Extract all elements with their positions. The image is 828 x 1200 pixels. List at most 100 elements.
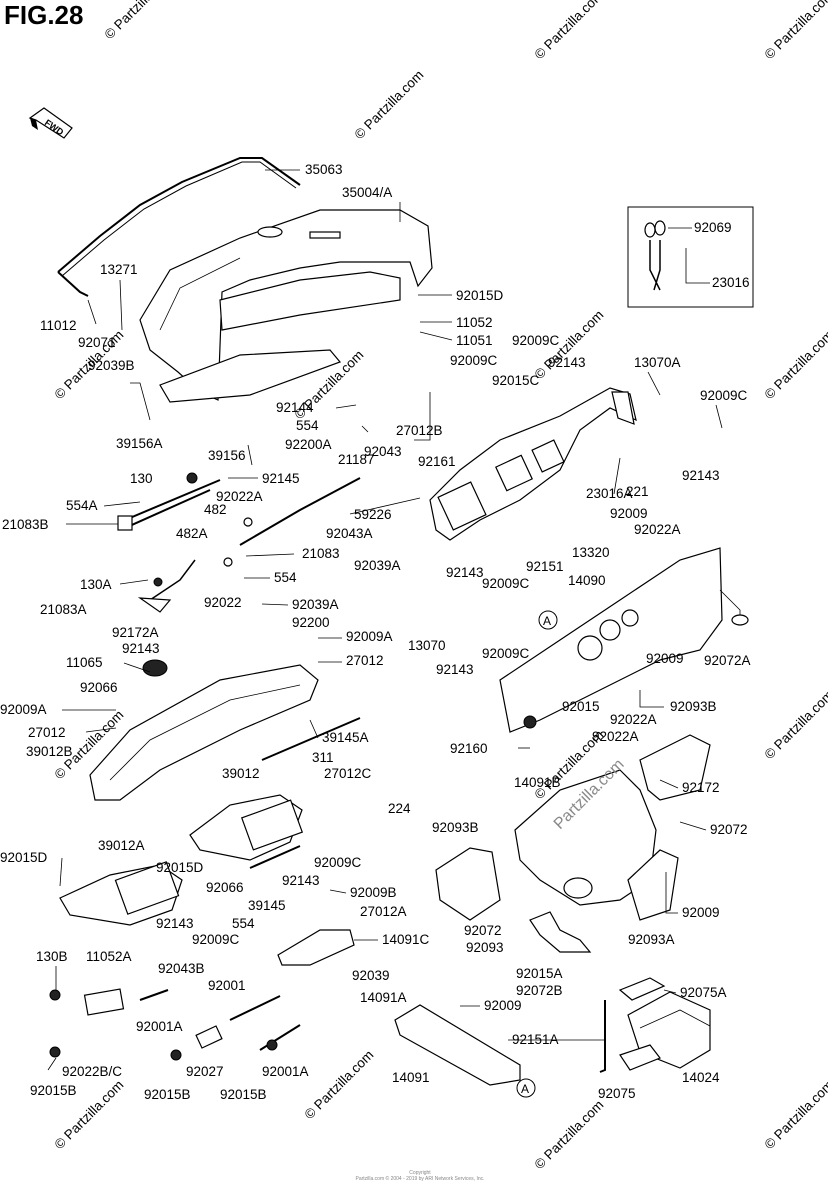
- reference-marker-label: A: [543, 614, 551, 628]
- part-label: 11051: [456, 333, 493, 348]
- watermark: © Partzilla.com: [302, 1047, 377, 1122]
- part-label: 311: [312, 750, 334, 765]
- part-label: 92093B: [670, 699, 717, 714]
- part-label: 35063: [305, 162, 343, 177]
- part-label: 92001A: [262, 1064, 309, 1079]
- part-label: 92043: [364, 444, 402, 459]
- part-label: 14091: [392, 1070, 430, 1085]
- part-label: 59226: [354, 507, 392, 522]
- part-label: 92039A: [292, 597, 339, 612]
- part-label: 21083A: [40, 602, 87, 617]
- watermark: © Partzilla.com: [762, 0, 828, 62]
- part-label: 92072A: [704, 653, 751, 668]
- figure-title: FIG.28: [4, 0, 84, 30]
- part-label: 92160: [450, 741, 488, 756]
- part-label: 23016A: [586, 486, 633, 501]
- part-label: 92027: [186, 1064, 224, 1079]
- part-label: 92161: [418, 454, 456, 469]
- part-label: 11052A: [86, 949, 132, 964]
- part-label: 27012B: [396, 423, 443, 438]
- part-label: 21187: [338, 452, 375, 467]
- part-label: 39145A: [322, 730, 369, 745]
- part-label: 39012B: [26, 744, 73, 759]
- part-label: 130A: [80, 577, 112, 592]
- part-label: 23016: [712, 275, 750, 290]
- part-label: 92009C: [314, 855, 362, 870]
- part-label: 35004/A: [342, 185, 392, 200]
- part-label: 14091A: [360, 990, 407, 1005]
- watermark: © Partzilla.com: [102, 0, 177, 42]
- watermark: © Partzilla.com: [532, 0, 607, 62]
- part-label: 92009A: [346, 629, 393, 644]
- part-label: 92022: [204, 595, 242, 610]
- watermark: © Partzilla.com: [762, 1077, 828, 1152]
- reference-marker-top: A: [538, 610, 558, 630]
- part-label: 92022A: [610, 712, 657, 727]
- part-label: 92143: [548, 355, 586, 370]
- part-label: 13070A: [634, 355, 681, 370]
- part-label: 92009C: [192, 932, 240, 947]
- latch-assembly: [117, 472, 361, 613]
- copyright-line: Partzilla.com © 2004 - 2019 by ARI Netwo…: [355, 1176, 485, 1182]
- part-label: 92075A: [680, 985, 727, 1000]
- part-label: 92151: [526, 559, 564, 574]
- part-label: 92039B: [88, 358, 135, 373]
- part-label: 92022A: [592, 729, 639, 744]
- part-label: 27012A: [360, 904, 407, 919]
- part-label: 92093B: [432, 820, 479, 835]
- part-label: 92009C: [512, 333, 560, 348]
- part-label: 13271: [100, 262, 138, 277]
- part-label: 14024: [682, 1070, 720, 1085]
- part-label: 39145: [248, 898, 286, 913]
- rods: [249, 717, 361, 869]
- part-label: 39012: [222, 766, 260, 781]
- part-label: 92015B: [144, 1087, 191, 1102]
- part-label: 39156: [208, 448, 246, 463]
- plate-14091: [394, 1004, 521, 1086]
- cover-35004: [139, 209, 433, 401]
- part-label: 92022A: [634, 522, 681, 537]
- bracket-92093A: [627, 849, 679, 921]
- watermark: © Partzilla.com: [762, 687, 828, 762]
- part-label: 92066: [206, 880, 244, 895]
- part-label: 92172: [682, 780, 720, 795]
- leader-lines: [47, 169, 723, 1071]
- part-label: 92009B: [350, 885, 397, 900]
- part-label: 482A: [176, 526, 208, 541]
- bolts: [139, 989, 606, 1073]
- part-label: 92151A: [512, 1032, 559, 1047]
- watermark: © Partzilla.com: [762, 327, 828, 402]
- part-label: 92015D: [156, 860, 204, 875]
- part-label: 92075: [598, 1086, 636, 1101]
- bracket-92093B-right: [639, 734, 711, 801]
- watermark: © Partzilla.com: [352, 67, 427, 142]
- part-label: 92143: [122, 641, 160, 656]
- reference-marker-bottom: A: [516, 1078, 536, 1098]
- part-label: 92009C: [482, 576, 530, 591]
- part-label: 92009C: [482, 646, 530, 661]
- part-label: 92009: [646, 651, 684, 666]
- part-label: 92009: [484, 998, 522, 1013]
- duct-39012: [189, 794, 304, 861]
- part-label: 92001: [208, 978, 246, 993]
- part-label: 92069: [694, 220, 732, 235]
- part-label: 92143: [446, 565, 484, 580]
- part-label: 92143: [156, 916, 194, 931]
- part-label: 92072: [464, 923, 502, 938]
- part-label: 92144: [276, 400, 314, 415]
- reference-marker-label: A: [521, 1082, 529, 1096]
- part-label: 92072: [710, 822, 748, 837]
- inset-box-23016: [627, 206, 754, 308]
- part-label: 39156A: [116, 436, 163, 451]
- part-label: 27012: [346, 653, 384, 668]
- part-label: 92093: [466, 940, 504, 955]
- part-label: 92015: [562, 699, 600, 714]
- part-label: 92145: [262, 471, 300, 486]
- part-label: 92001A: [136, 1019, 183, 1034]
- part-label: 92043B: [158, 961, 205, 976]
- part-label: 21083B: [2, 517, 49, 532]
- part-label: 92039: [352, 968, 390, 983]
- part-label: 224: [388, 801, 411, 816]
- hinge-11052A: [49, 988, 125, 1058]
